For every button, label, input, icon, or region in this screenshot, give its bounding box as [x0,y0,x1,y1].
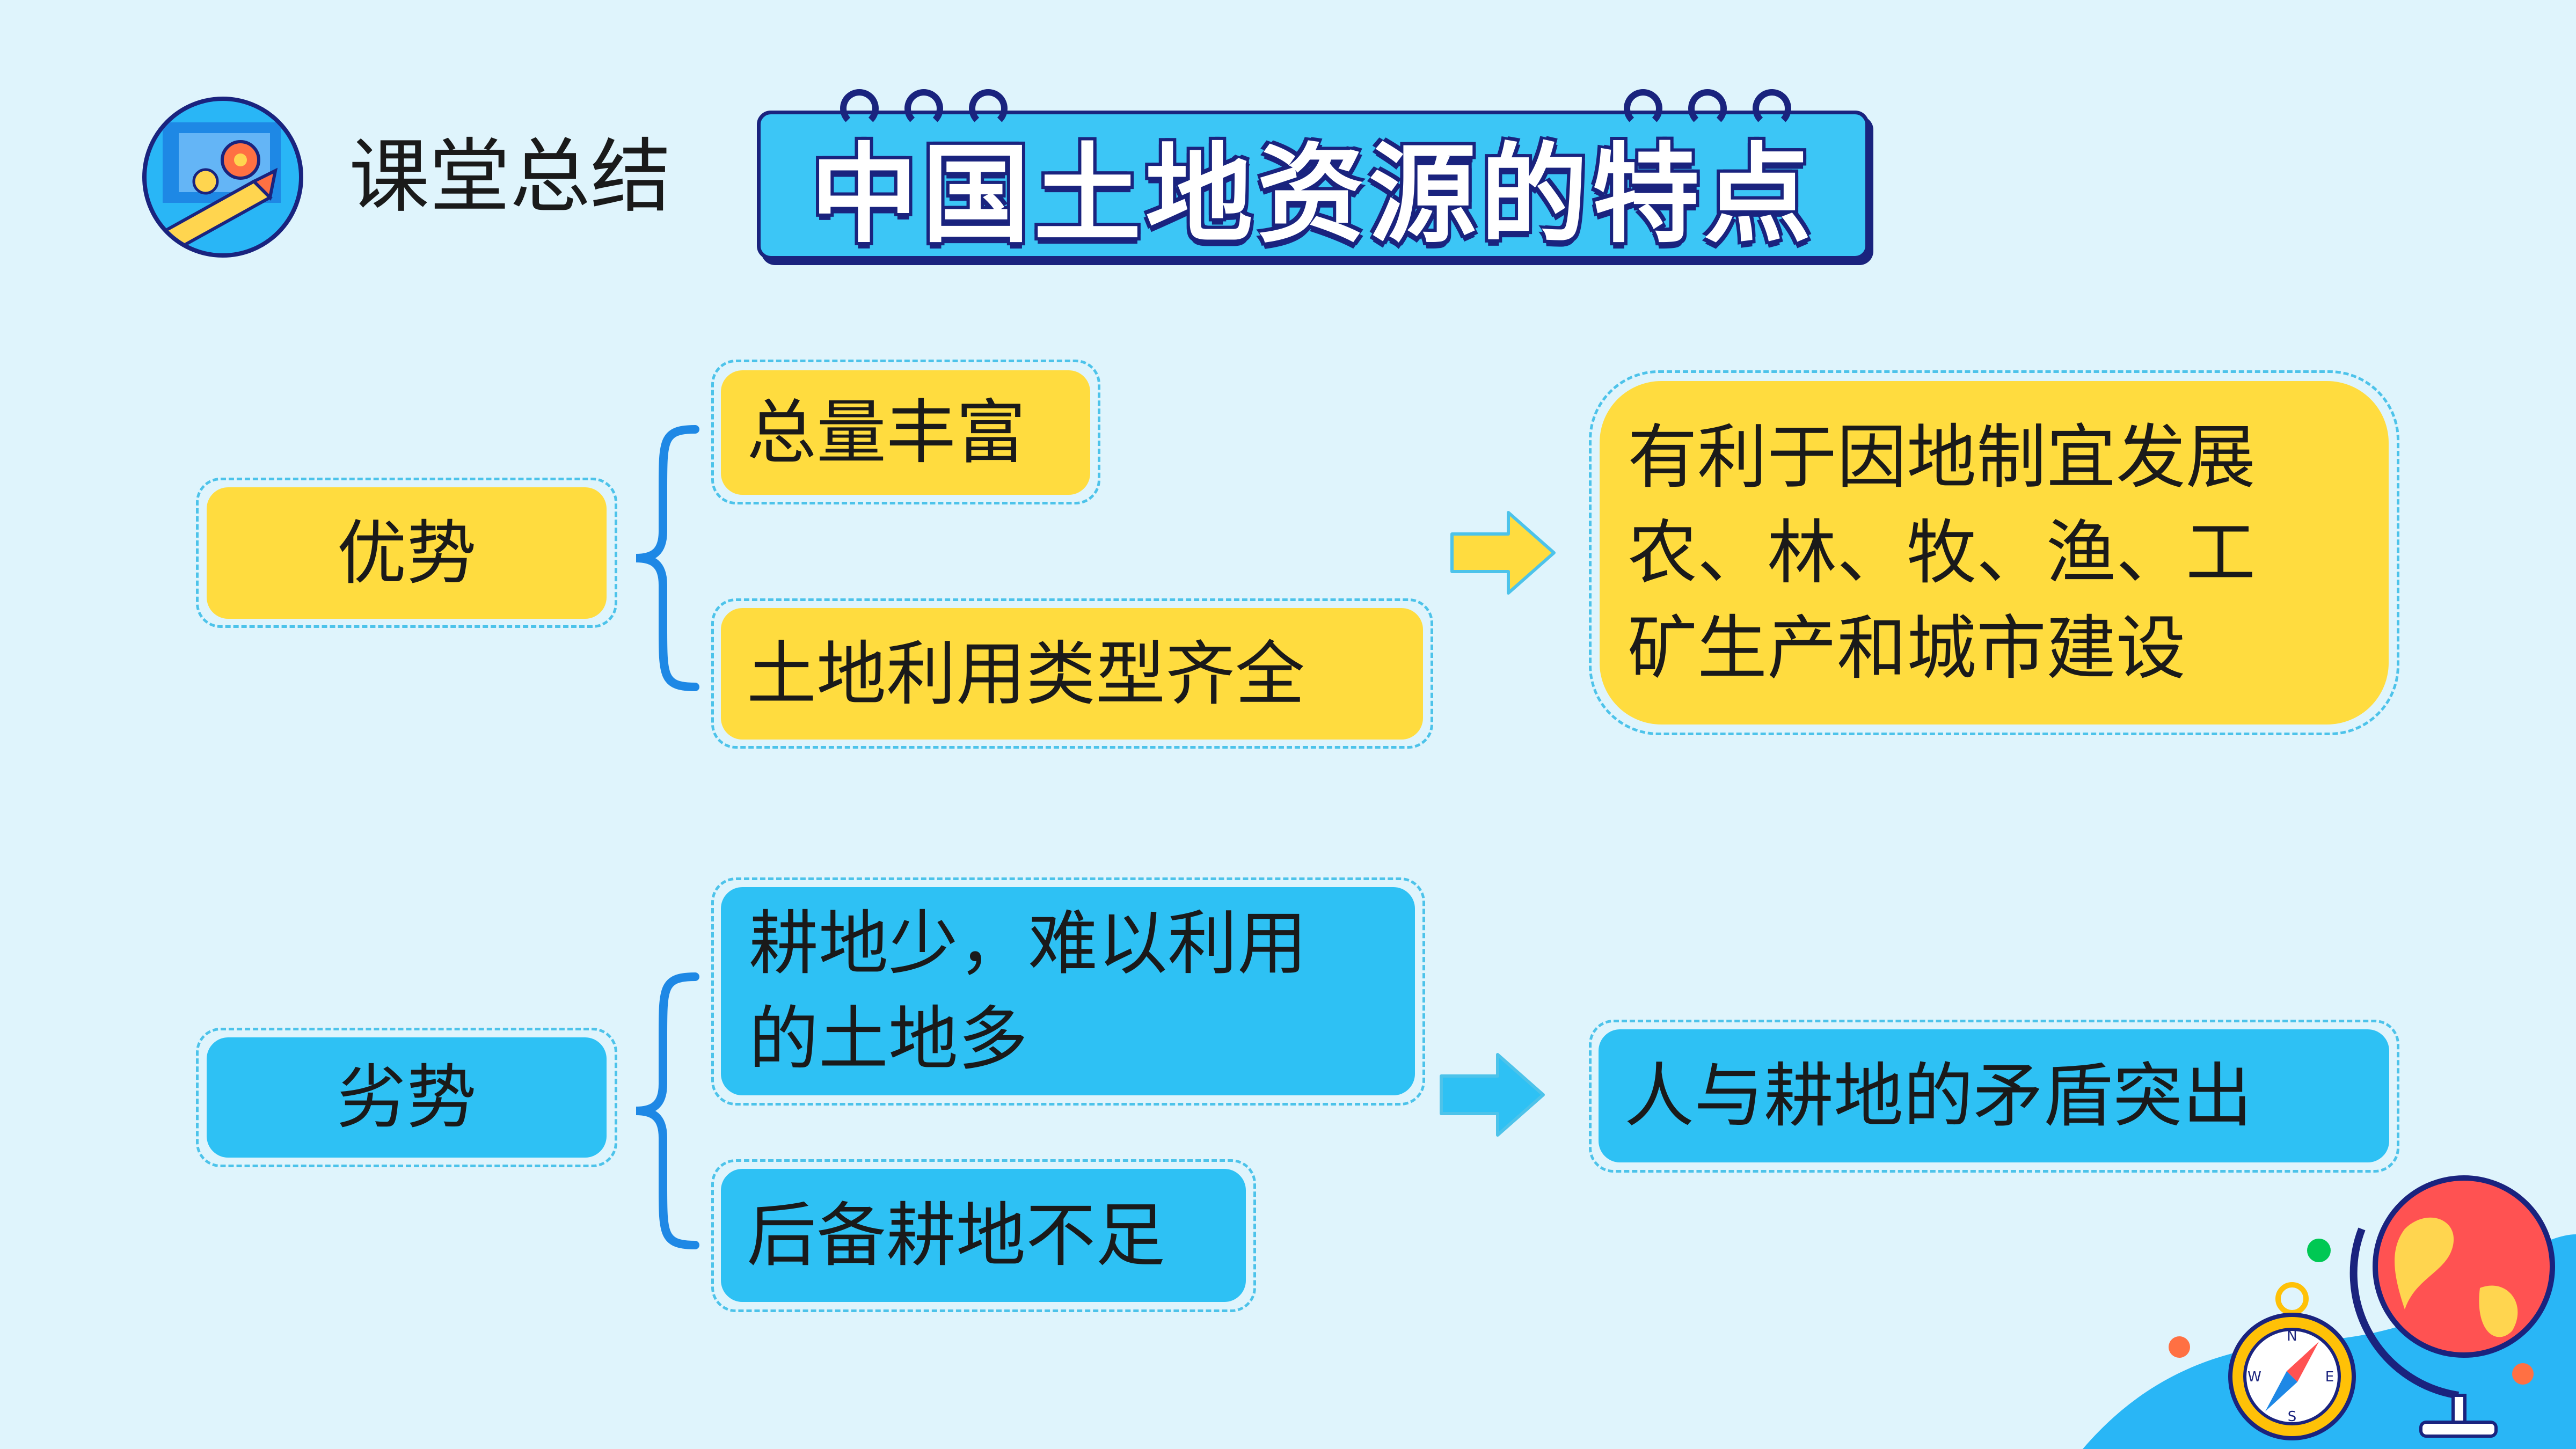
binder-ring-icon [904,89,943,128]
compass-letter: N [2287,1328,2297,1344]
advantage-item: 总量丰富 [721,370,1090,495]
disadvantage-item-line: 耕地少，难以利用 [749,903,1308,984]
advantage-item-frame [711,360,1100,504]
globe-icon [2349,1175,2555,1438]
advantage-label: 优势 [337,512,477,594]
binder-ring-icon [1688,89,1727,128]
disadvantage-result-text: 人与耕地的矛盾突出 [1624,1055,2253,1137]
advantage-result-line: 有利于因地制宜发展 [1628,416,2256,498]
disadvantage-node-frame [196,1028,617,1167]
compass-letter: W [2247,1369,2261,1385]
compass-icon: N E S W [2228,1282,2356,1440]
disadvantage-item-frame [711,877,1425,1106]
advantage-result: 有利于因地制宜发展 农、林、牧、渔、工 矿生产和城市建设 [1600,381,2389,724]
disadvantage-item: 后备耕地不足 [721,1169,1246,1302]
binder-ring-icon [840,89,879,128]
title-banner: 中国土地资源的特点 [757,111,1869,260]
disadvantage-result: 人与耕地的矛盾突出 [1599,1029,2389,1162]
advantage-node-frame [196,478,617,628]
advantage-node: 优势 [207,487,607,619]
binder-ring-icon [1753,89,1791,128]
disadvantage-item: 耕地少，难以利用 的土地多 [721,887,1415,1095]
binder-ring-icon [1624,89,1662,128]
compass-letter: E [2325,1369,2334,1385]
advantage-item-frame [711,598,1433,749]
advantage-bracket [636,425,699,691]
advantage-item: 土地利用类型齐全 [721,608,1423,740]
disadvantage-item-line: 的土地多 [749,998,1028,1080]
logo-icon [142,97,303,258]
advantage-result-line: 农、林、牧、渔、工 [1628,512,2256,594]
page-title: 中国土地资源的特点 [810,131,1815,258]
section-label: 课堂总结 [349,130,672,224]
disadvantage-node: 劣势 [207,1037,607,1158]
advantage-result-line: 矿生产和城市建设 [1628,608,2186,689]
compass-letter: S [2288,1409,2297,1425]
advantage-result-frame [1589,370,2399,735]
advantage-item-text: 土地利用类型齐全 [747,633,1305,715]
arrow-right-icon [1440,1053,1545,1137]
disadvantage-item-frame [711,1159,1256,1312]
advantage-item-text: 总量丰富 [747,392,1026,473]
disadvantage-label: 劣势 [337,1057,477,1138]
arrow-right-icon [1450,511,1556,595]
binder-ring-icon [969,89,1008,128]
decoration: N E S W [2083,1175,2576,1449]
disadvantage-bracket [636,972,699,1249]
disadvantage-item-text: 后备耕地不足 [747,1195,1166,1276]
disadvantage-result-frame [1589,1020,2399,1173]
